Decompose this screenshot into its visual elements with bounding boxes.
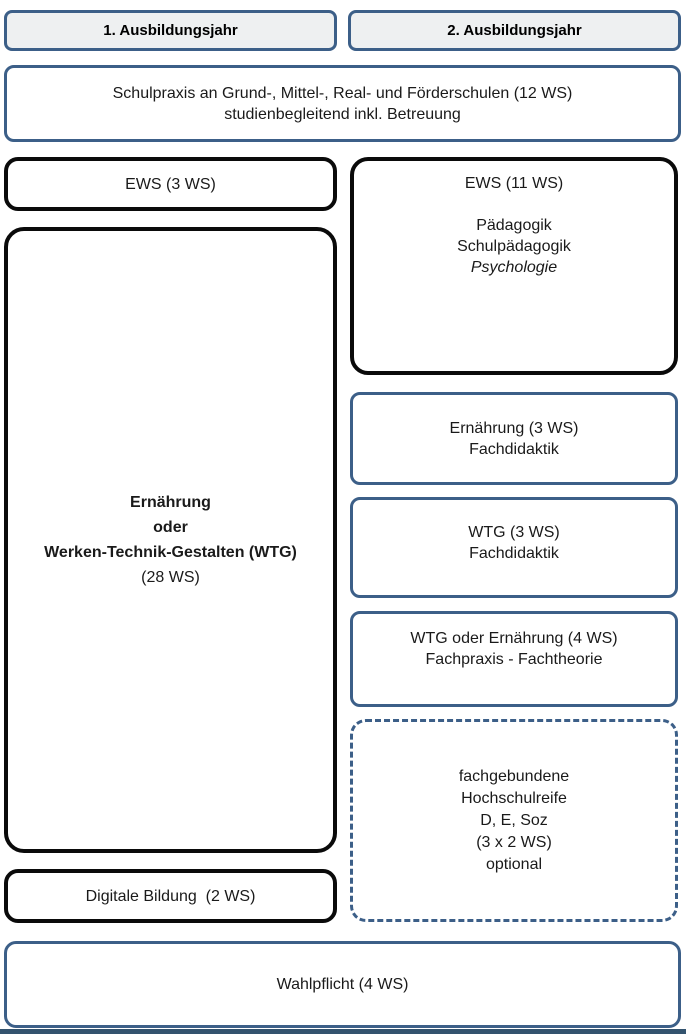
ews-3ws-label: EWS (3 WS)	[125, 175, 216, 193]
ews-11ws-item-psychologie: Psychologie	[470, 259, 558, 276]
wtg-oder-ernaehrung-line-2: Fachpraxis - Fachtheorie	[425, 651, 603, 668]
wahlpflicht-box: Wahlpflicht (4 WS)	[4, 941, 681, 1028]
digitale-bildung-label: Digitale Bildung (2 WS)	[85, 887, 256, 905]
subject-28ws-box: Ernährung oder Werken-Technik-Gestalten …	[4, 227, 337, 853]
hochschulreife-line-5: optional	[485, 855, 543, 873]
wtg-oder-ernaehrung-line-1: WTG oder Ernährung (4 WS)	[410, 630, 618, 647]
wtg-oder-ernaehrung-box: WTG oder Ernährung (4 WS) Fachpraxis - F…	[350, 611, 678, 707]
subject-line-2: oder	[153, 519, 188, 536]
ews-3ws-box: EWS (3 WS)	[4, 157, 337, 211]
ews-11ws-item-paedagogik: Pädagogik	[476, 217, 552, 234]
year-2-header-label: 2. Ausbildungsjahr	[447, 22, 582, 39]
hochschulreife-line-3: D, E, Soz	[480, 811, 548, 829]
hochschulreife-line-4: (3 x 2 WS)	[476, 833, 552, 851]
schulpraxis-line-1: Schulpraxis an Grund-, Mittel-, Real- un…	[112, 84, 573, 102]
subject-line-4: (28 WS)	[141, 569, 200, 586]
ernaehrung-fachdidaktik-box: Ernährung (3 WS) Fachdidaktik	[350, 392, 678, 485]
hochschulreife-line-1: fachgebundene	[458, 767, 570, 785]
subject-line-1: Ernährung	[130, 494, 211, 511]
wtg-fachdidaktik-box: WTG (3 WS) Fachdidaktik	[350, 497, 678, 598]
wtg-fachdidaktik-line-2: Fachdidaktik	[469, 545, 559, 562]
hochschulreife-line-2: Hochschulreife	[461, 789, 567, 807]
year-1-header: 1. Ausbildungsjahr	[4, 10, 337, 51]
ews-11ws-box: EWS (11 WS) Pädagogik Schulpädagogik Psy…	[350, 157, 678, 375]
ernaehrung-fachdidaktik-line-1: Ernährung (3 WS)	[449, 419, 579, 437]
subject-line-3: Werken-Technik-Gestalten (WTG)	[44, 544, 297, 561]
schulpraxis-box: Schulpraxis an Grund-, Mittel-, Real- un…	[4, 65, 681, 142]
bottom-border-bar	[0, 1029, 686, 1034]
ews-11ws-title: EWS (11 WS)	[464, 175, 564, 192]
ernaehrung-fachdidaktik-line-2: Fachdidaktik	[469, 440, 559, 458]
wtg-fachdidaktik-line-1: WTG (3 WS)	[468, 524, 560, 541]
schulpraxis-line-2: studienbegleitend inkl. Betreuung	[224, 105, 461, 123]
digitale-bildung-box: Digitale Bildung (2 WS)	[4, 869, 337, 923]
year-1-header-label: 1. Ausbildungsjahr	[103, 22, 238, 39]
year-2-header: 2. Ausbildungsjahr	[348, 10, 681, 51]
hochschulreife-optional-box: fachgebundene Hochschulreife D, E, Soz (…	[350, 719, 678, 922]
ews-11ws-item-schulpaedagogik: Schulpädagogik	[457, 238, 571, 255]
wahlpflicht-label: Wahlpflicht (4 WS)	[276, 976, 409, 993]
